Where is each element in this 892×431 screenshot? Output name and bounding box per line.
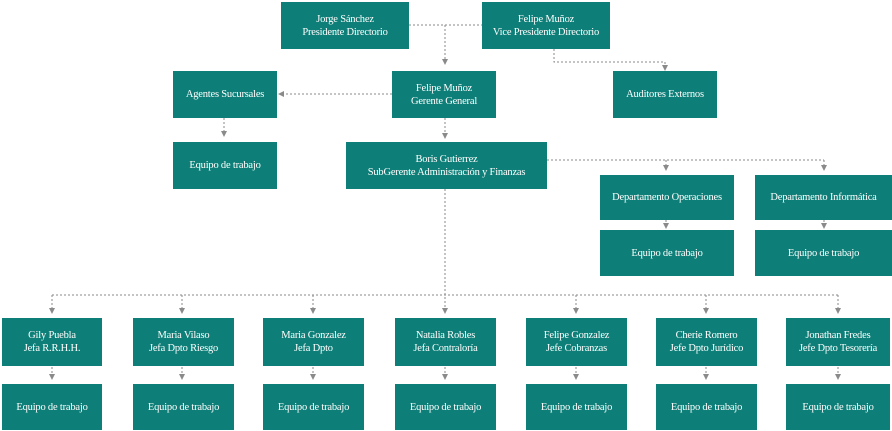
head-box-cobranzas[interactable]: Felipe Gonzalez Jefe Cobranzas [526, 318, 627, 366]
head-title: Jefe Dpto Tesorería [798, 343, 878, 354]
agentes-sucursales-label: Agentes Sucursales [185, 89, 265, 100]
team-box-riesgo[interactable]: Equipo de trabajo [133, 384, 234, 430]
team-label: Equipo de trabajo [802, 401, 874, 413]
head-box-tesoreria[interactable]: Jonathan Fredes Jefe Dpto Tesorería [786, 318, 890, 366]
operaciones-team-label: Equipo de trabajo [631, 247, 703, 259]
head-box-dpto[interactable]: Maria Gonzalez Jefa Dpto [263, 318, 364, 366]
head-box-contraloria[interactable]: Natalia Robles Jefa Contraloría [395, 318, 496, 366]
departamento-operaciones-label: Departamento Operaciones [612, 192, 722, 203]
informatica-team-box[interactable]: Equipo de trabajo [755, 230, 892, 276]
team-box-rrhh[interactable]: Equipo de trabajo [2, 384, 102, 430]
president-name: Jorge Sánchez [316, 13, 374, 25]
auditores-externos-box[interactable]: Auditores Externos [613, 71, 717, 118]
team-label: Equipo de trabajo [277, 401, 350, 413]
head-title: Jefe Cobranzas [545, 343, 608, 354]
head-name: Maria Vilaso [157, 330, 210, 341]
subgerente-title: SubGerente Administración y Finanzas [367, 166, 526, 178]
vice-president-title: Vice Presidente Directorio [492, 26, 600, 38]
team-label: Equipo de trabajo [147, 401, 220, 413]
team-box-dpto[interactable]: Equipo de trabajo [263, 384, 364, 430]
head-title: Jefe Dpto Jurídico [669, 343, 744, 354]
subgerente-name: Boris Gutierrez [415, 153, 478, 165]
informatica-team-label: Equipo de trabajo [787, 247, 860, 259]
general-manager-name: Felipe Muñoz [415, 82, 473, 94]
agentes-team-label: Equipo de trabajo [189, 160, 261, 171]
team-box-tesoreria[interactable]: Equipo de trabajo [786, 384, 890, 430]
head-box-rrhh[interactable]: Gily Puebla Jefa R.R.H.H. [2, 318, 102, 366]
head-title: Jefa Dpto Riesgo [148, 343, 219, 354]
president-box[interactable]: Jorge Sánchez Presidente Directorio [281, 2, 409, 49]
head-title: Jefa Dpto [294, 343, 333, 354]
team-box-contraloria[interactable]: Equipo de trabajo [395, 384, 496, 430]
head-name: Cherie Romero [675, 330, 738, 341]
vice-president-box[interactable]: Felipe Muñoz Vice Presidente Directorio [482, 2, 610, 49]
operaciones-team-box[interactable]: Equipo de trabajo [600, 230, 734, 276]
team-box-cobranzas[interactable]: Equipo de trabajo [526, 384, 627, 430]
team-label: Equipo de trabajo [540, 401, 613, 413]
team-label: Equipo de trabajo [16, 401, 88, 413]
team-label: Equipo de trabajo [670, 401, 743, 413]
head-box-riesgo[interactable]: Maria Vilaso Jefa Dpto Riesgo [133, 318, 234, 366]
head-box-juridico[interactable]: Cherie Romero Jefe Dpto Jurídico [656, 318, 757, 366]
head-name: Gily Puebla [28, 330, 76, 341]
agentes-sucursales-box[interactable]: Agentes Sucursales [173, 71, 277, 118]
subgerente-box[interactable]: Boris Gutierrez SubGerente Administració… [346, 142, 547, 189]
head-title: Jefa Contraloría [413, 343, 478, 354]
team-label: Equipo de trabajo [409, 401, 482, 413]
departamento-informatica-label: Departamento Informática [770, 192, 877, 203]
vice-president-name: Felipe Muñoz [517, 13, 575, 25]
head-name: Felipe Gonzalez [543, 330, 610, 341]
departamento-informatica-box[interactable]: Departamento Informática [755, 175, 892, 220]
general-manager-box[interactable]: Felipe Muñoz Gerente General [392, 71, 496, 118]
head-name: Maria Gonzalez [281, 330, 346, 341]
agentes-team-box[interactable]: Equipo de trabajo [173, 142, 277, 189]
head-title: Jefa R.R.H.H. [23, 343, 81, 354]
general-manager-title: Gerente General [410, 95, 478, 107]
team-box-juridico[interactable]: Equipo de trabajo [656, 384, 757, 430]
head-name: Jonathan Fredes [805, 330, 871, 341]
president-title: Presidente Directorio [302, 26, 388, 38]
departamento-operaciones-box[interactable]: Departamento Operaciones [600, 175, 734, 220]
head-name: Natalia Robles [415, 330, 476, 341]
auditores-externos-label: Auditores Externos [626, 89, 704, 100]
